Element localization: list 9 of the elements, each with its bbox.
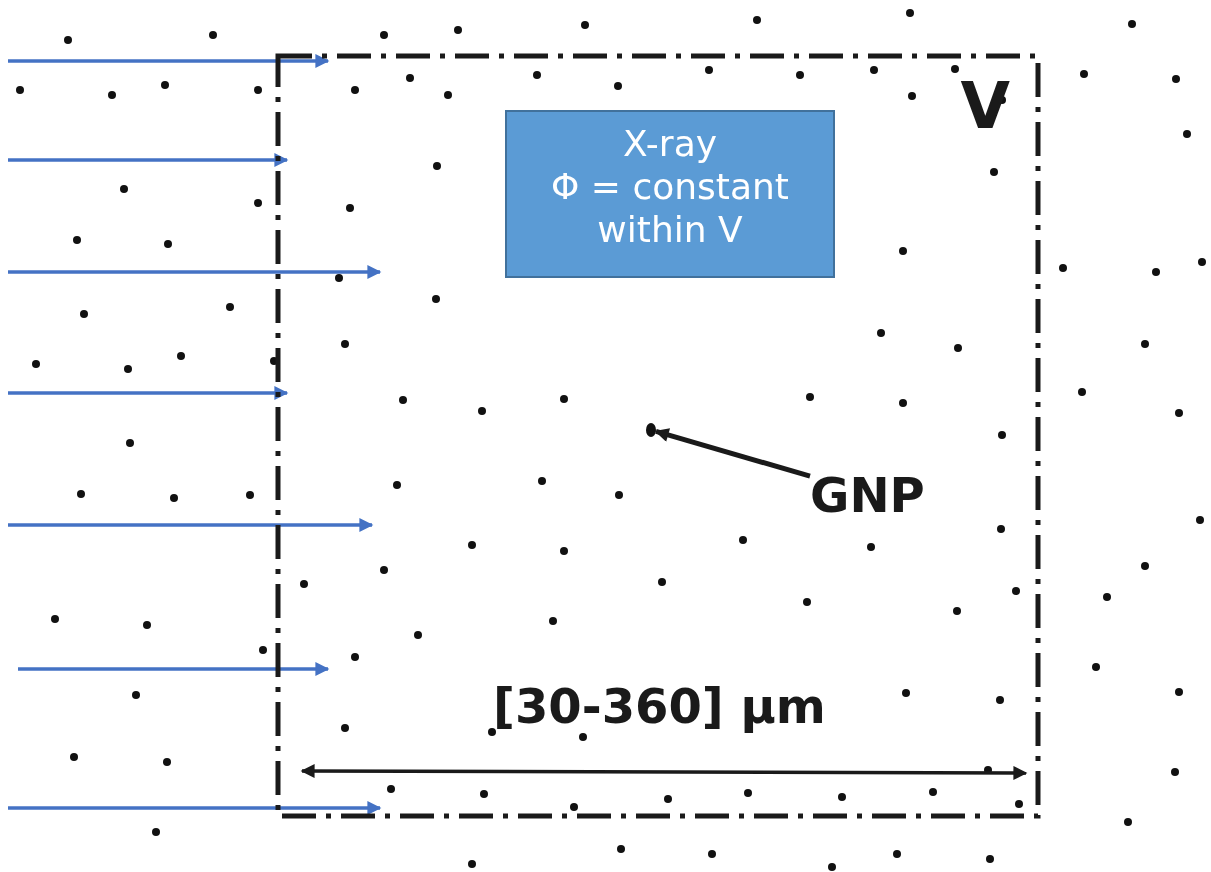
- particle-dot: [646, 423, 656, 437]
- callout-text: GNP: [810, 465, 940, 525]
- box-text: Φ = constant within V: [550, 165, 790, 251]
- leader-line: [654, 428, 811, 479]
- volume-outline: [278, 56, 1038, 816]
- dimension-label: [30-360] µm: [493, 677, 826, 736]
- box-heading: X-ray: [622, 122, 718, 165]
- volume-label: V: [960, 74, 1010, 138]
- info-box: [505, 110, 835, 278]
